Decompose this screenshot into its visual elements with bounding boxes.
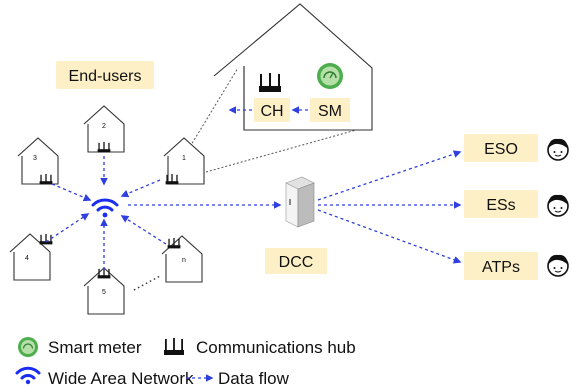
end-users-label-group: End-users: [56, 61, 154, 89]
more-houses-dots: [133, 275, 161, 291]
atps-person-icon: [547, 254, 569, 277]
house-2: 2: [83, 105, 125, 153]
sm-label: SM: [318, 103, 342, 120]
house-1: 1: [163, 137, 205, 185]
inset-smart-meter-icon: [317, 63, 343, 89]
legend-comms-hub-label: Communications hub: [196, 338, 356, 357]
ess-person-icon: [547, 194, 569, 217]
end-users-label: End-users: [69, 68, 142, 85]
house-number-n: n: [182, 257, 186, 264]
house-number-3: 3: [33, 155, 37, 162]
dcc-label: DCC: [279, 254, 314, 271]
flow-house-4: [45, 213, 90, 243]
inset-house: CH SM: [213, 3, 373, 131]
house-number-4: 4: [25, 255, 29, 262]
flow-dcc-to-atps: [317, 209, 462, 264]
legend-data-flow-label: Data flow: [218, 369, 290, 388]
eso-person-icon: [547, 138, 569, 161]
atps-label: ATPs: [482, 259, 520, 276]
wan-wifi-icon: [91, 198, 119, 218]
house-number-2: 2: [102, 123, 106, 130]
house-4: 4: [9, 233, 53, 281]
zoom-line-right: [205, 129, 357, 173]
inset-hub-icon: [259, 73, 281, 92]
legend-smart-meter-label: Smart meter: [48, 338, 142, 357]
house-5: 5: [83, 267, 125, 315]
house-number-5: 5: [102, 289, 106, 296]
flow-house-n: [120, 215, 167, 245]
flow-house-3: [51, 183, 92, 202]
house-number-1: 1: [182, 155, 186, 162]
house-3: 3: [17, 137, 59, 185]
legend-wan-label: Wide Area Network: [48, 369, 194, 388]
ess-label: ESs: [486, 197, 515, 214]
legend: Smart meter Communications hub Wide Area…: [15, 337, 356, 388]
legend-comms-hub-icon: [164, 338, 184, 355]
ch-label: CH: [260, 103, 283, 120]
legend-wan-icon: [15, 366, 41, 385]
eso-label: ESO: [484, 141, 518, 158]
legend-smart-meter-icon: [18, 337, 38, 357]
zoom-line-left: [187, 57, 245, 151]
flow-dcc-to-eso: [317, 150, 462, 201]
house-n: n: [161, 235, 203, 283]
flow-house-1: [120, 179, 161, 198]
dcc-server-icon: [285, 176, 315, 228]
